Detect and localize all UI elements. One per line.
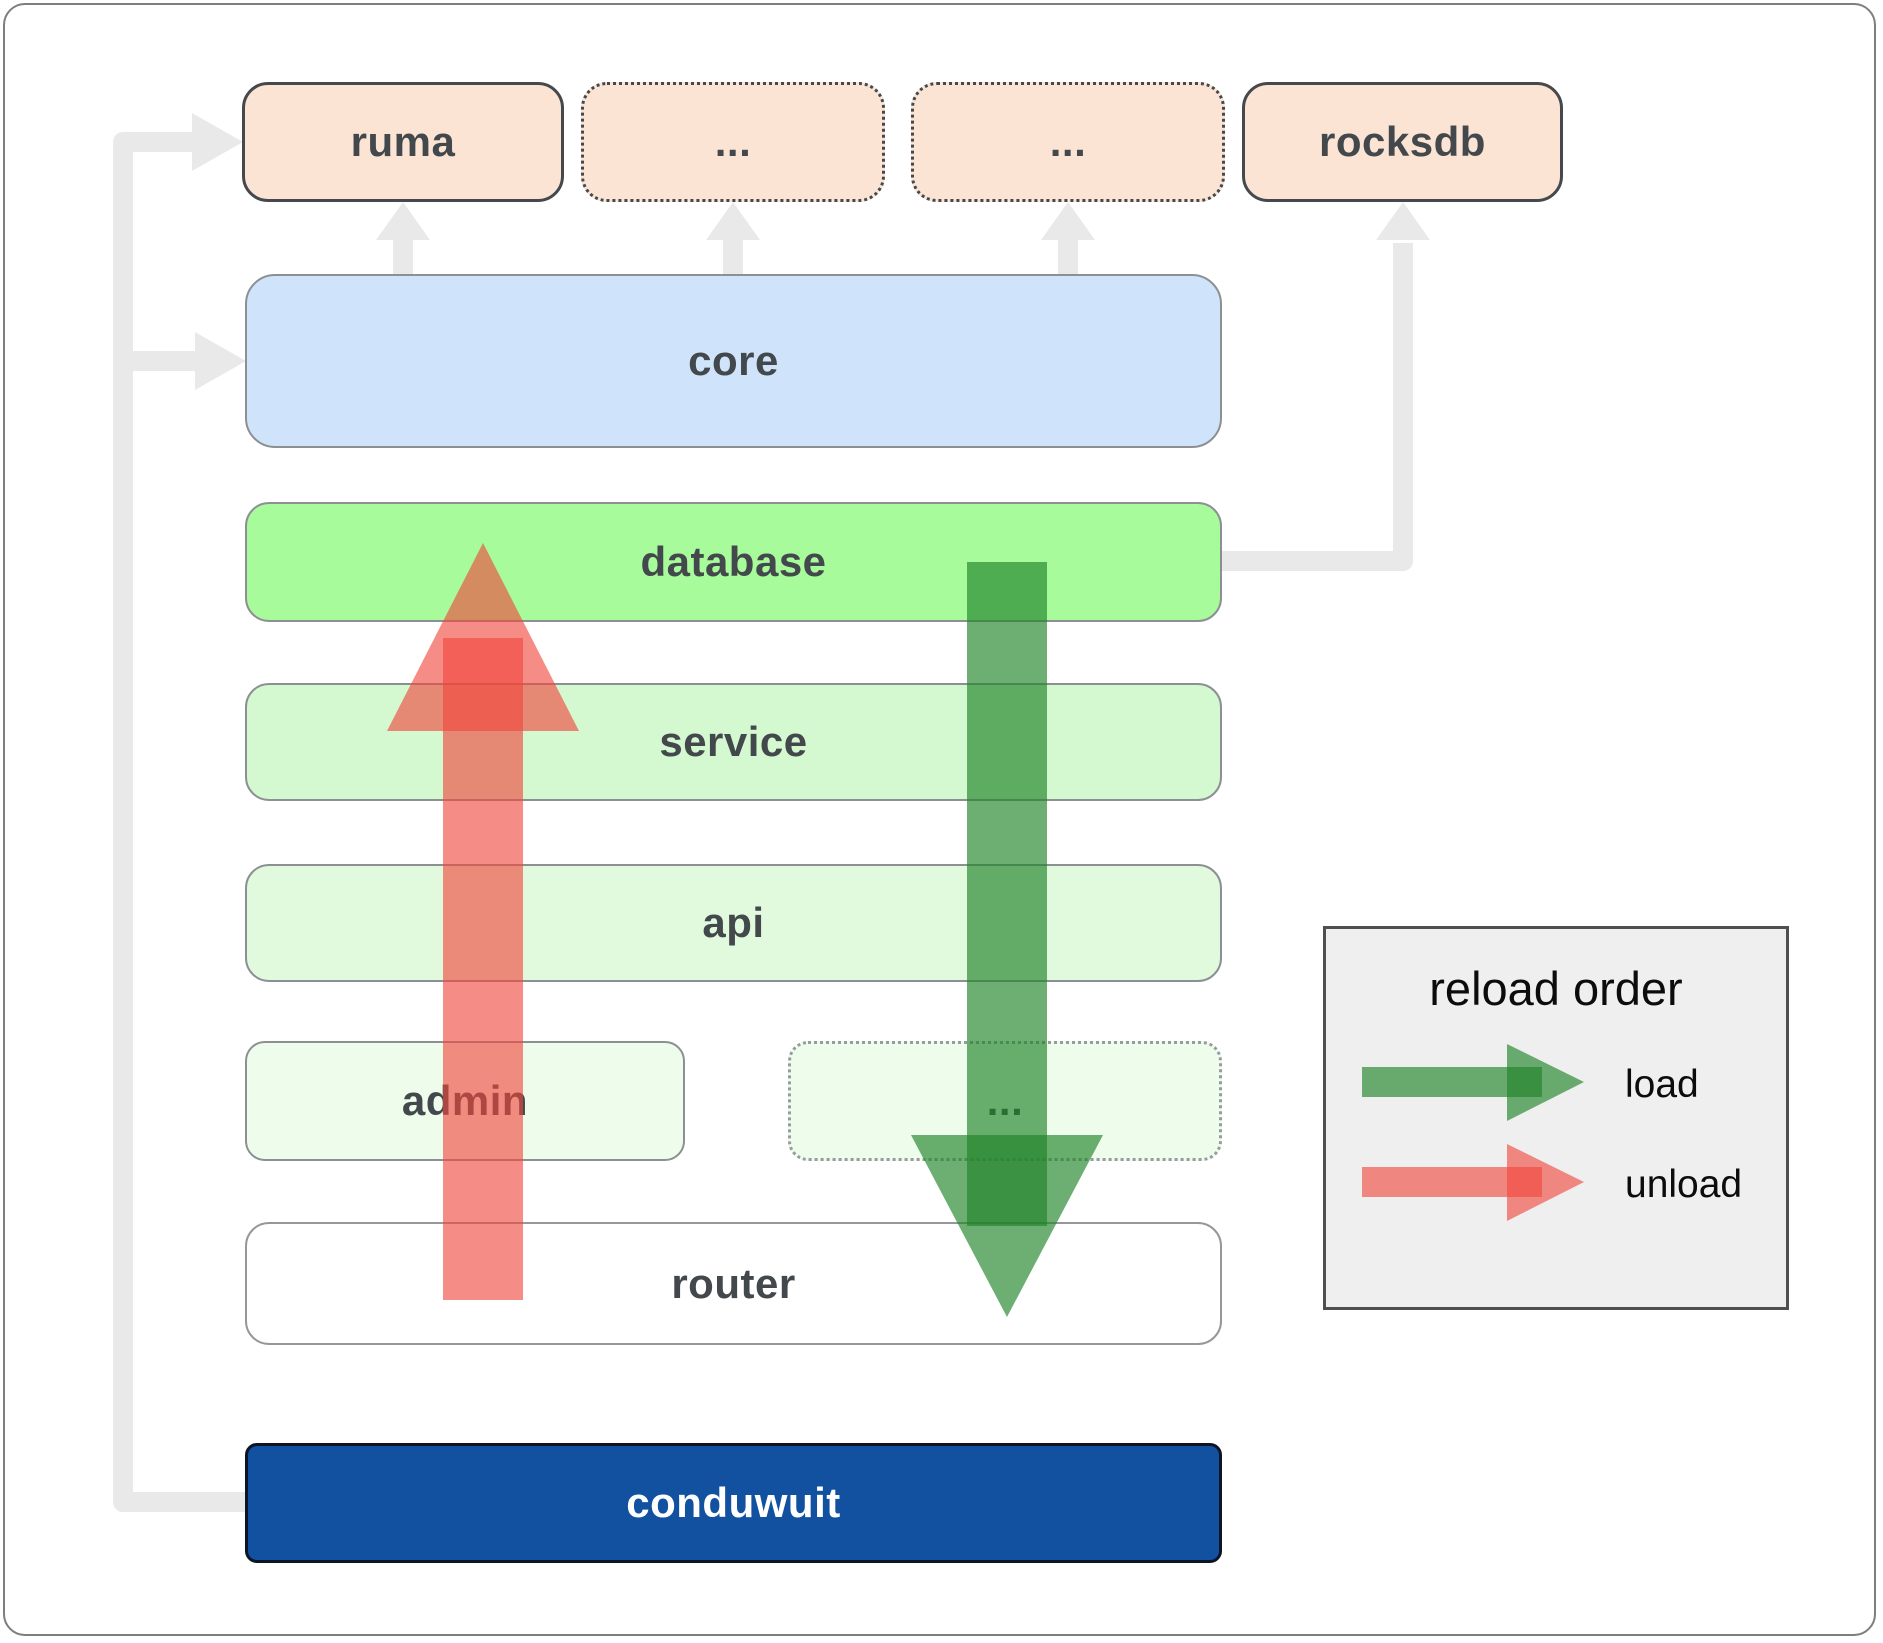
node-ellipsis-3-label: ...	[986, 1077, 1024, 1124]
node-database-label: database	[640, 538, 827, 585]
node-rocksdb: rocksdb	[1242, 82, 1563, 202]
diagram-frame	[3, 3, 1876, 1636]
node-admin: admin	[245, 1041, 685, 1161]
legend-box: reload order load unload	[1323, 926, 1789, 1310]
node-core-label: core	[688, 337, 779, 384]
node-admin-label: admin	[401, 1077, 529, 1124]
node-api: api	[245, 864, 1222, 982]
node-router: router	[245, 1222, 1222, 1345]
node-ellipsis-1-label: ...	[714, 118, 752, 165]
node-router-label: router	[671, 1259, 796, 1307]
node-ruma-label: ruma	[350, 118, 456, 165]
node-service: service	[245, 683, 1222, 801]
node-ellipsis-2-label: ...	[1049, 118, 1087, 165]
legend-item-unload-label: unload	[1625, 1163, 1743, 1206]
node-rocksdb-label: rocksdb	[1319, 118, 1486, 165]
node-conduwuit: conduwuit	[245, 1443, 1222, 1563]
node-ellipsis-2: ...	[911, 82, 1225, 202]
node-ruma: ruma	[242, 82, 564, 202]
legend-item-load-label: load	[1625, 1063, 1699, 1106]
node-ellipsis-3: ...	[788, 1041, 1222, 1161]
node-conduwuit-label: conduwuit	[626, 1479, 841, 1526]
node-service-label: service	[659, 718, 808, 765]
legend-title: reload order	[1429, 962, 1683, 1015]
node-api-label: api	[702, 899, 765, 946]
node-database: database	[245, 502, 1222, 622]
node-ellipsis-1: ...	[581, 82, 885, 202]
node-core: core	[245, 274, 1222, 448]
